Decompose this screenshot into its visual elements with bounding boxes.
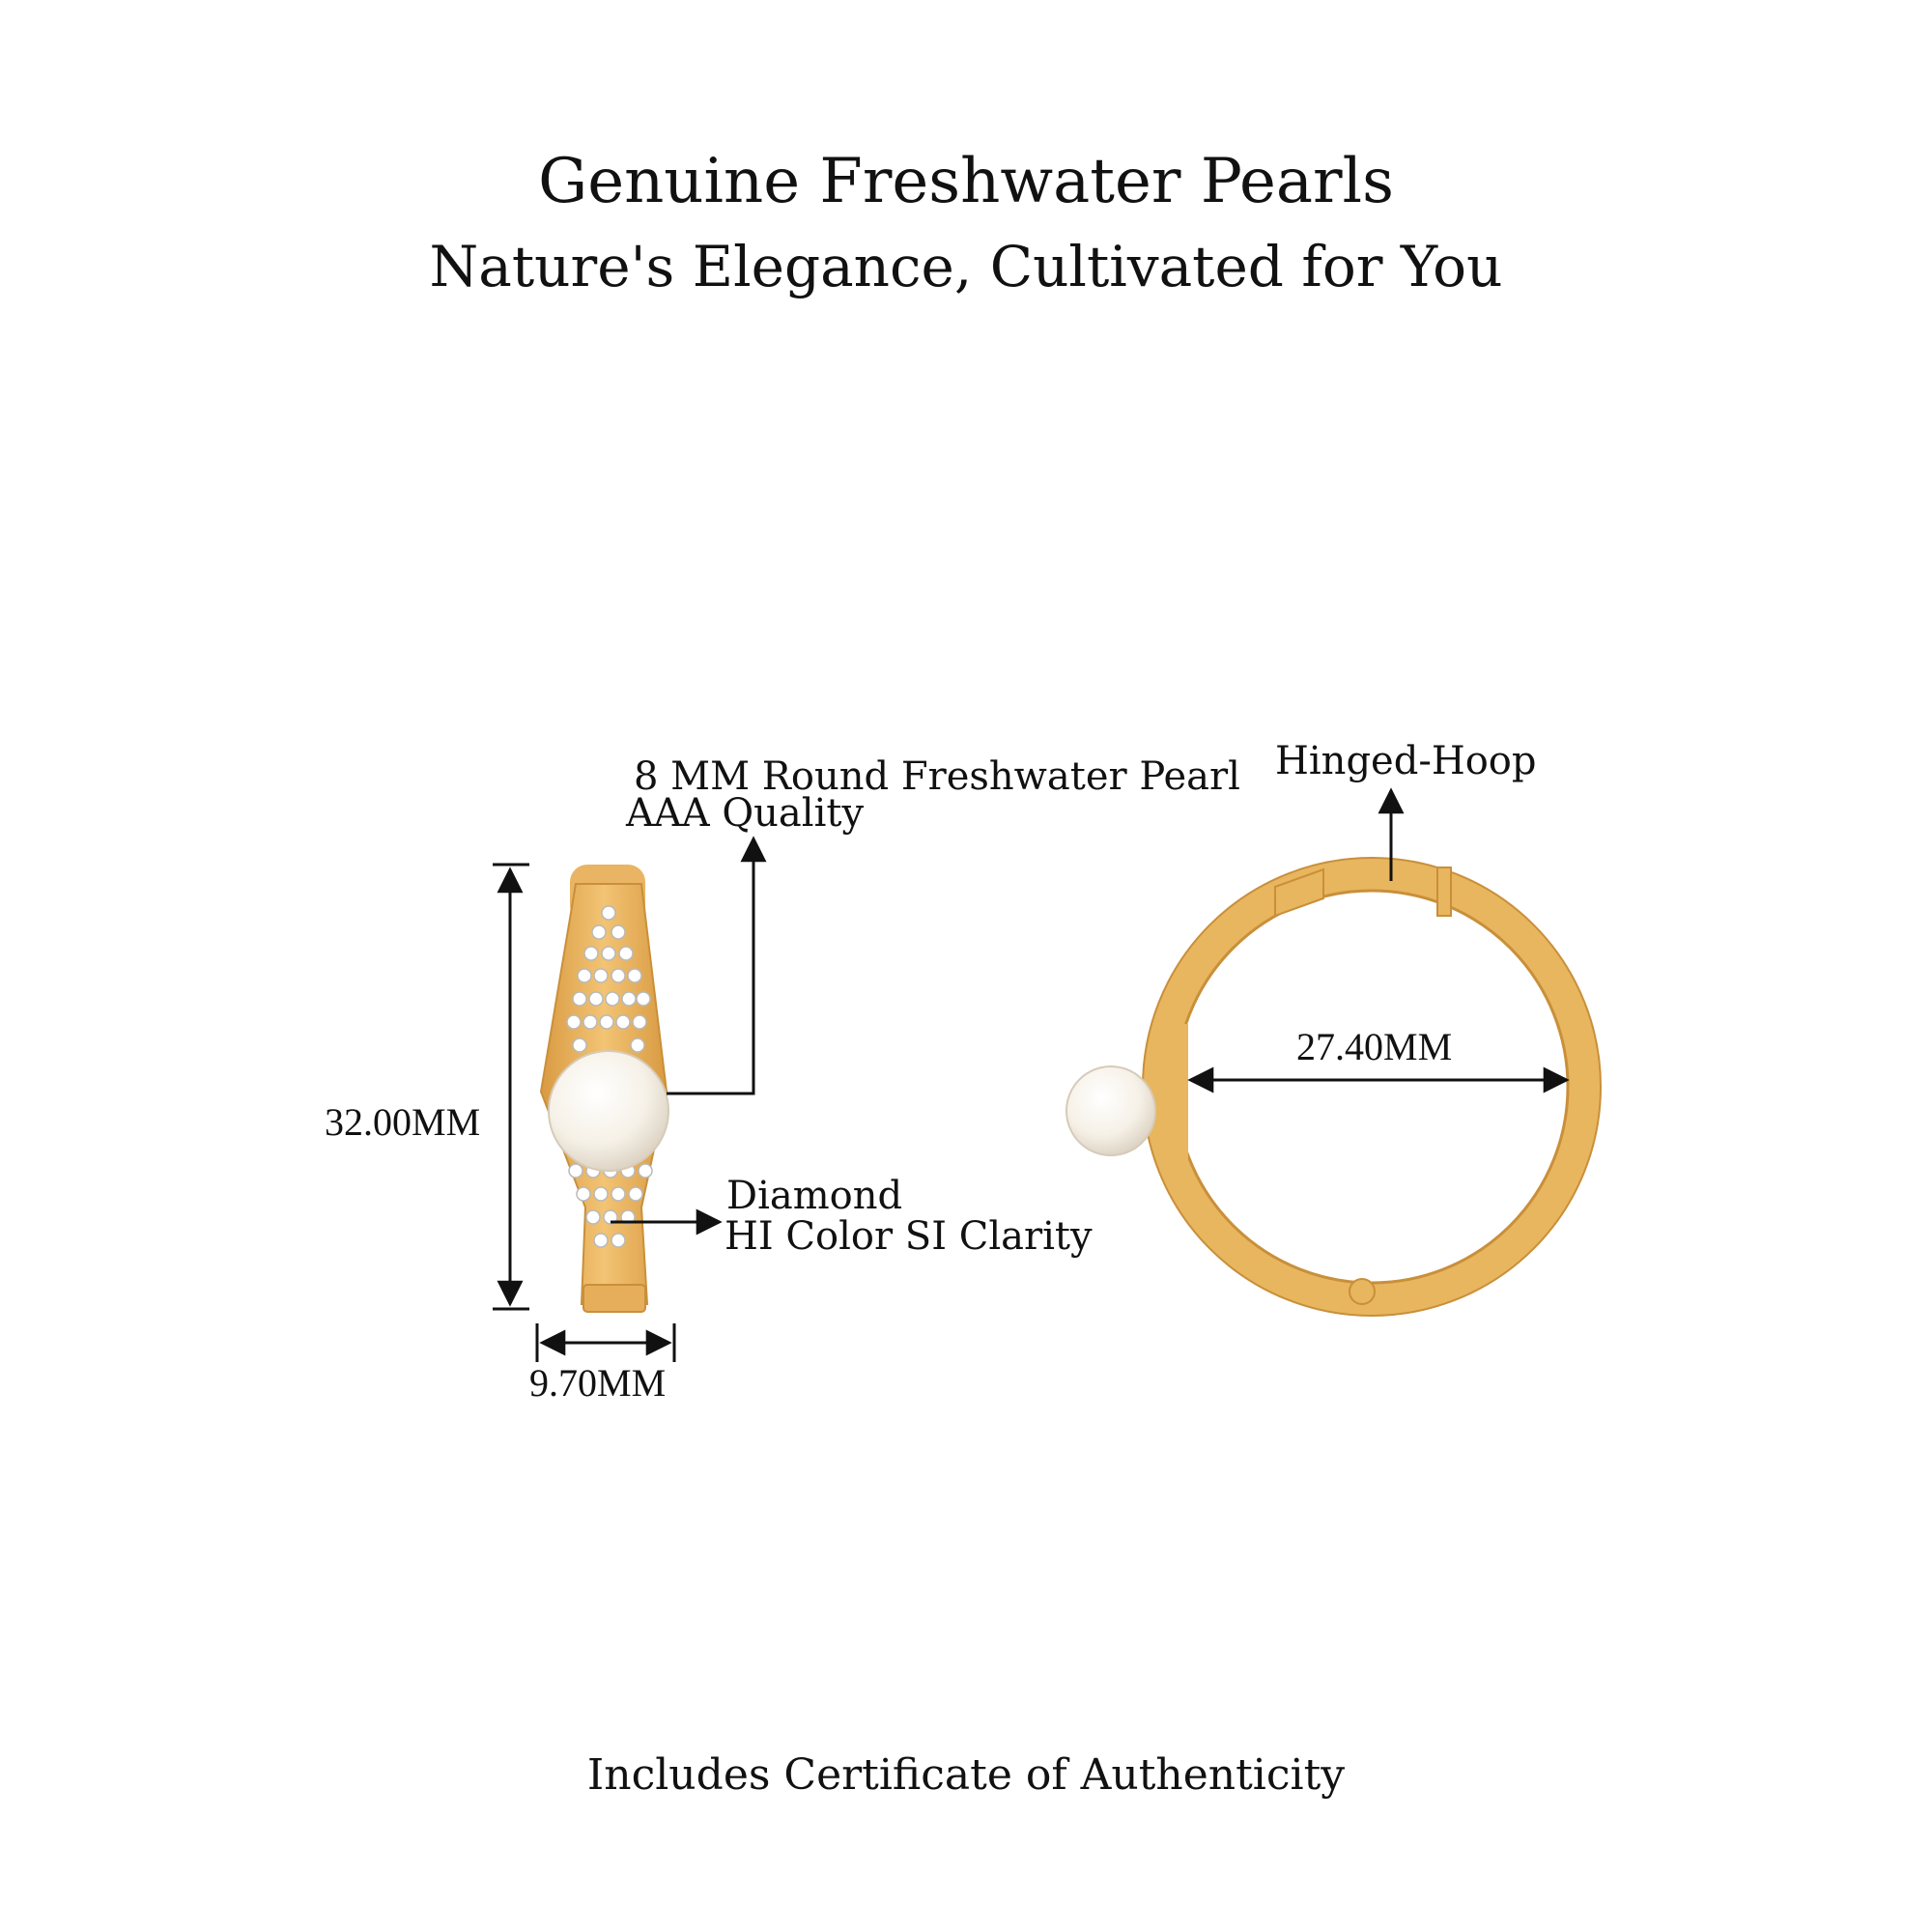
certificate-note: Includes Certificate of Authenticity	[586, 1750, 1346, 1800]
diamond-callout-line2: HI Color SI Clarity	[724, 1214, 1093, 1259]
page-title: Genuine Freshwater Pearls	[538, 146, 1394, 217]
pave-diamonds-upper	[566, 905, 651, 1053]
page-subtitle: Nature's Elegance, Cultivated for You	[429, 234, 1503, 299]
front-view-hoop	[1065, 857, 1602, 1317]
pearl-front-view	[1065, 1065, 1156, 1156]
hoop-callout-label: Hinged-Hoop	[1275, 739, 1537, 783]
diamond-callout-line1: Diamond	[726, 1174, 903, 1218]
pearl-callout-line1: 8 MM Round Freshwater Pearl	[634, 754, 1240, 799]
width-dimension-label: 9.70MM	[529, 1361, 667, 1405]
pave-diamonds-lower	[568, 1163, 653, 1248]
pearl-callout-line	[667, 836, 767, 1095]
height-dimension-label: 32.00MM	[325, 1100, 481, 1144]
width-dimension-arrow	[535, 1323, 676, 1362]
pearl-callout-line2: AAA Quality	[626, 791, 865, 836]
pearl-side-view	[548, 1050, 669, 1172]
diameter-dimension-label: 27.40MM	[1296, 1025, 1453, 1068]
side-view-earring	[539, 865, 669, 1313]
height-dimension-arrow	[493, 863, 529, 1311]
